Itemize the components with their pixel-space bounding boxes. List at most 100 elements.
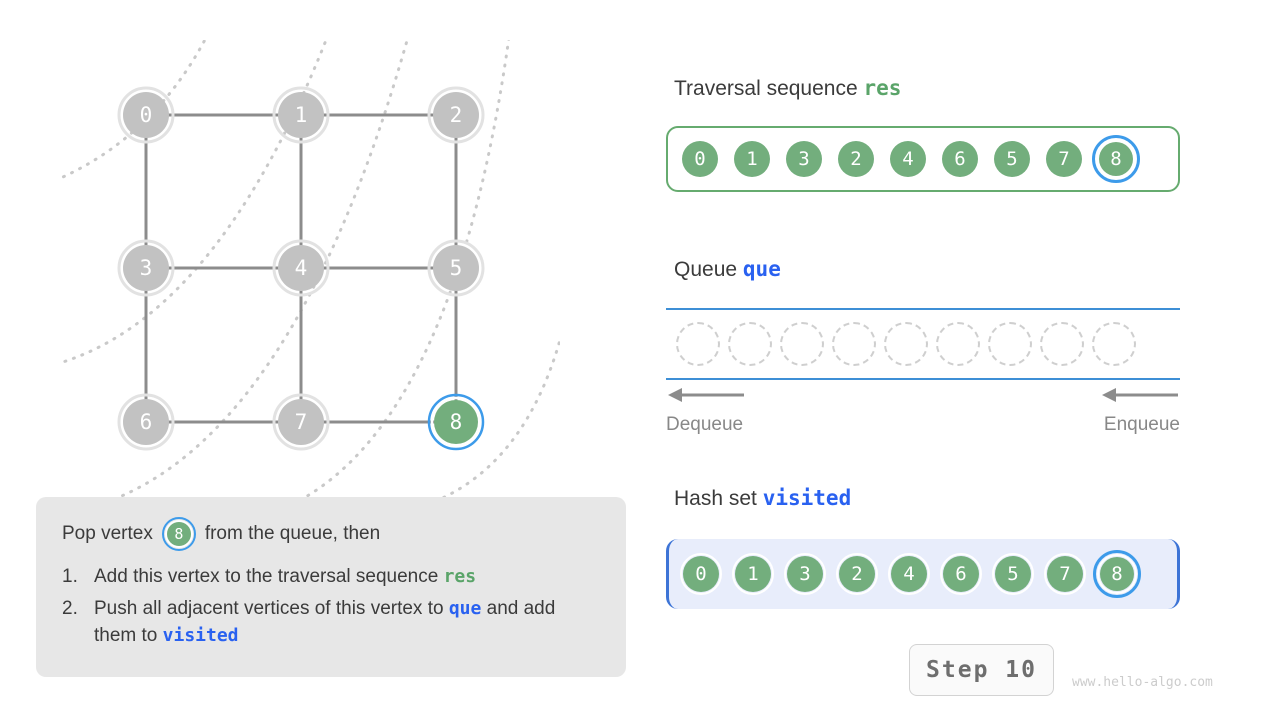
node-core (278, 399, 324, 445)
visited-item[interactable]: 7 (1043, 552, 1087, 596)
node-outer-ring (117, 393, 175, 451)
queue-arrows (666, 384, 1180, 406)
visited-title: Hash set visited (674, 486, 851, 511)
res-item[interactable]: 4 (886, 137, 930, 181)
chip-label: 8 (1110, 147, 1122, 170)
graph-canvas: 0 1 2 3 4 5 6 7 8 (60, 40, 560, 500)
graph-node-4[interactable]: 4 (272, 239, 330, 297)
chip-inner-ring (1096, 139, 1136, 179)
chip-label: 2 (850, 147, 862, 170)
chip-core (943, 556, 979, 592)
node-core (123, 92, 169, 138)
graph-node-6[interactable]: 6 (117, 393, 175, 451)
chip-label: 4 (903, 562, 915, 585)
res-item[interactable]: 2 (834, 137, 878, 181)
node-outer-ring (272, 393, 330, 451)
visited-item[interactable]: 2 (835, 552, 879, 596)
visited-item[interactable]: 5 (991, 552, 1035, 596)
chip-label: 3 (798, 147, 810, 170)
node-core (434, 400, 478, 444)
chip-core (1099, 142, 1133, 176)
res-item[interactable]: 1 (730, 137, 774, 181)
graph-node-1[interactable]: 1 (272, 86, 330, 144)
visited-item[interactable]: 4 (887, 552, 931, 596)
res-item[interactable]: 6 (938, 137, 982, 181)
node-outer-ring (117, 86, 175, 144)
res-item[interactable]: 0 (678, 137, 722, 181)
node-core (433, 245, 479, 291)
chip-label: 5 (1006, 147, 1018, 170)
chip-highlight-ring (1092, 135, 1140, 183)
chip-inner-ring (784, 553, 826, 595)
graph-node-7[interactable]: 7 (272, 393, 330, 451)
graph-node-8[interactable]: 8 (427, 393, 485, 451)
chip-core (838, 141, 874, 177)
queue-title: Queue que (674, 257, 781, 282)
graph-node-3[interactable]: 3 (117, 239, 175, 297)
res-item[interactable]: 5 (990, 137, 1034, 181)
graph-node-0[interactable]: 0 (117, 86, 175, 144)
node-core (278, 92, 324, 138)
chip-label: 4 (902, 147, 914, 170)
queue-empty-slot (728, 322, 772, 366)
visited-item[interactable]: 0 (679, 552, 723, 596)
node-core (123, 399, 169, 445)
chip-label: 1 (747, 562, 759, 585)
chip-inner-ring (992, 553, 1034, 595)
chip-core (735, 556, 771, 592)
chip-inner-ring (991, 138, 1033, 180)
graph-node-2[interactable]: 2 (427, 86, 485, 144)
enqueue-arrow-icon (1102, 388, 1178, 402)
step-badge: Step 10 (909, 644, 1054, 696)
instruction-item-number: 1. (62, 566, 78, 587)
chip-inner-ring (731, 138, 773, 180)
node-label: 1 (295, 103, 308, 127)
chip-core (1047, 556, 1083, 592)
node-outer-ring (117, 239, 175, 297)
chip-label: 5 (1007, 562, 1019, 585)
graph-panel: 0 1 2 3 4 5 6 7 8 (60, 40, 560, 500)
vertex-outer-ring (161, 517, 196, 551)
visited-item[interactable]: 6 (939, 552, 983, 596)
chip-label: 6 (955, 562, 967, 585)
queue-empty-slot (988, 322, 1032, 366)
node-core (278, 245, 324, 291)
node-core (433, 92, 479, 138)
node-label: 6 (140, 410, 153, 434)
chip-core (1046, 141, 1082, 177)
chip-label: 7 (1059, 562, 1071, 585)
queue-empty-slot (1040, 322, 1084, 366)
queue-arrow-icons (668, 388, 1178, 402)
instruction-text-run: Add this vertex to the traversal sequenc… (94, 566, 444, 587)
vertex-core (166, 522, 191, 546)
queue-title-code: que (742, 257, 781, 281)
node-outer-ring (427, 239, 485, 297)
res-item[interactable]: 8 (1092, 135, 1140, 183)
chip-label: 7 (1058, 147, 1070, 170)
node-outer-ring (427, 393, 485, 451)
instruction-item-text: Add this vertex to the traversal sequenc… (94, 564, 600, 591)
visited-item[interactable]: 1 (731, 552, 775, 596)
res-item[interactable]: 7 (1042, 137, 1086, 181)
visited-title-code: visited (762, 486, 852, 510)
node-outer-ring (272, 86, 330, 144)
queue-title-plain: Queue (674, 258, 738, 281)
chip-core (994, 141, 1030, 177)
chip-inner-ring (1097, 554, 1137, 594)
graph-node-5[interactable]: 5 (427, 239, 485, 297)
chip-inner-ring (835, 138, 877, 180)
res-item[interactable]: 3 (782, 137, 826, 181)
chip-inner-ring (732, 553, 774, 595)
visited-item[interactable]: 3 (783, 552, 827, 596)
chip-core (839, 556, 875, 592)
instruction-item: 1. Add this vertex to the traversal seque… (62, 564, 600, 591)
chip-inner-ring (1043, 138, 1085, 180)
chip-core (995, 556, 1031, 592)
instruction-code-token: que (448, 597, 482, 619)
chip-inner-ring (939, 138, 981, 180)
chip-inner-ring (783, 138, 825, 180)
visited-item[interactable]: 8 (1093, 550, 1141, 598)
